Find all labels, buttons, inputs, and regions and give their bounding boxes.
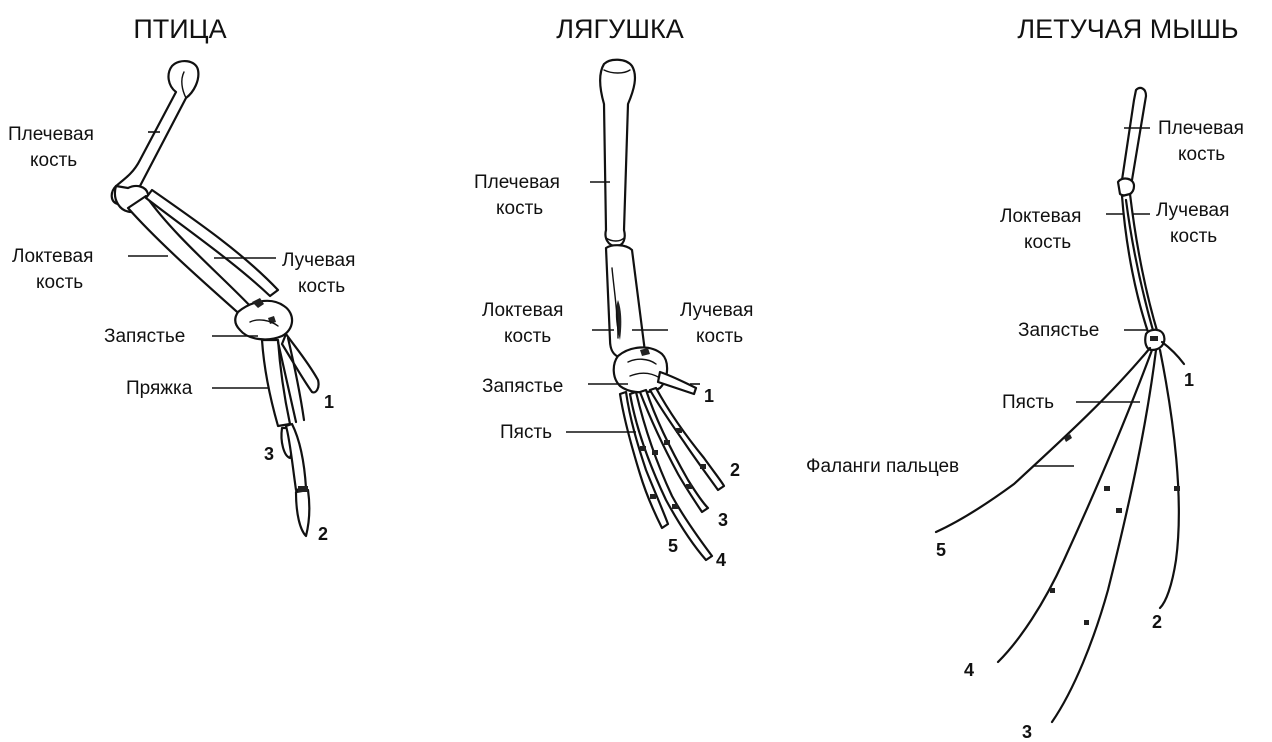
frog-wrist <box>614 347 667 392</box>
frog-label-ulna-2: кость <box>504 326 551 347</box>
frog-digit-label-2: 2 <box>730 460 740 480</box>
frog-label-humerus: Плечевая <box>474 172 560 193</box>
frog-digit-label-1: 1 <box>704 386 714 406</box>
frog-panel: ЛЯГУШКА <box>474 14 753 570</box>
bat-digit-5 <box>936 348 1150 532</box>
frog-label-radius-2: кость <box>696 326 743 347</box>
bat-digit-label-4: 4 <box>964 660 974 680</box>
bird-label-humerus-2: кость <box>30 150 77 171</box>
bird-label-wrist: Запястье <box>104 326 185 347</box>
bat-label-metacarpus: Пясть <box>1002 392 1054 413</box>
bird-label-ulna: Локтевая <box>12 246 93 267</box>
bird-carpometacarpus <box>262 340 290 426</box>
bird-label-ulna-2: кость <box>36 272 83 293</box>
bat-label-humerus-2: кость <box>1178 144 1225 165</box>
frog-digit-label-5: 5 <box>668 536 678 556</box>
frog-digit-1 <box>658 372 696 394</box>
frog-label-wrist: Запястье <box>482 376 563 397</box>
bat-elbow <box>1118 179 1134 196</box>
bird-digit-2-phalanx-2 <box>296 490 309 536</box>
bat-skeleton <box>936 88 1184 722</box>
bat-digit-1 <box>1162 342 1184 364</box>
bat-label-ulna-2: кость <box>1024 232 1071 253</box>
bat-label-humerus: Плечевая <box>1158 118 1244 139</box>
frog-humerus <box>600 60 635 246</box>
bat-digit-2 <box>1160 350 1179 608</box>
bat-panel: ЛЕТУЧАЯ МЫШЬ <box>806 14 1244 742</box>
frog-label-ulna: Локтевая <box>482 300 563 321</box>
bat-label-wrist: Запястье <box>1018 320 1099 341</box>
bird-label-radius-2: кость <box>298 276 345 297</box>
bat-humerus <box>1122 88 1146 185</box>
bird-digit-label-3: 3 <box>264 444 274 464</box>
bird-label-humerus: Плечевая <box>8 124 94 145</box>
bat-digit-3 <box>1052 350 1156 722</box>
frog-radio-ulna <box>606 245 644 358</box>
bird-digit-label-1: 1 <box>324 392 334 412</box>
bat-digit-label-3: 3 <box>1022 722 1032 742</box>
bat-label-ulna: Локтевая <box>1000 206 1081 227</box>
frog-label-radius: Лучевая <box>680 300 753 321</box>
bat-label-radius-2: кость <box>1170 226 1217 247</box>
frog-title: ЛЯГУШКА <box>556 14 683 44</box>
bird-panel: ПТИЦА <box>8 14 355 544</box>
frog-digit-label-3: 3 <box>718 510 728 530</box>
bird-skeleton <box>112 61 319 536</box>
bat-label-phalanges: Фаланги пальцев <box>806 456 959 477</box>
bat-digit-label-5: 5 <box>936 540 946 560</box>
bird-label-radius: Лучевая <box>282 250 355 271</box>
bat-digit-label-2: 2 <box>1152 612 1162 632</box>
bat-digit-label-1: 1 <box>1184 370 1194 390</box>
bat-label-radius: Лучевая <box>1156 200 1229 221</box>
frog-label-humerus-2: кость <box>496 198 543 219</box>
bird-title: ПТИЦА <box>133 14 226 44</box>
frog-label-metacarpus: Пясть <box>500 422 552 443</box>
bird-digit-label-2: 2 <box>318 524 328 544</box>
frog-digit-5 <box>620 392 668 528</box>
frog-digit-label-4: 4 <box>716 550 726 570</box>
bat-title: ЛЕТУЧАЯ МЫШЬ <box>1017 14 1238 44</box>
bird-label-buckle: Пряжка <box>126 378 193 399</box>
